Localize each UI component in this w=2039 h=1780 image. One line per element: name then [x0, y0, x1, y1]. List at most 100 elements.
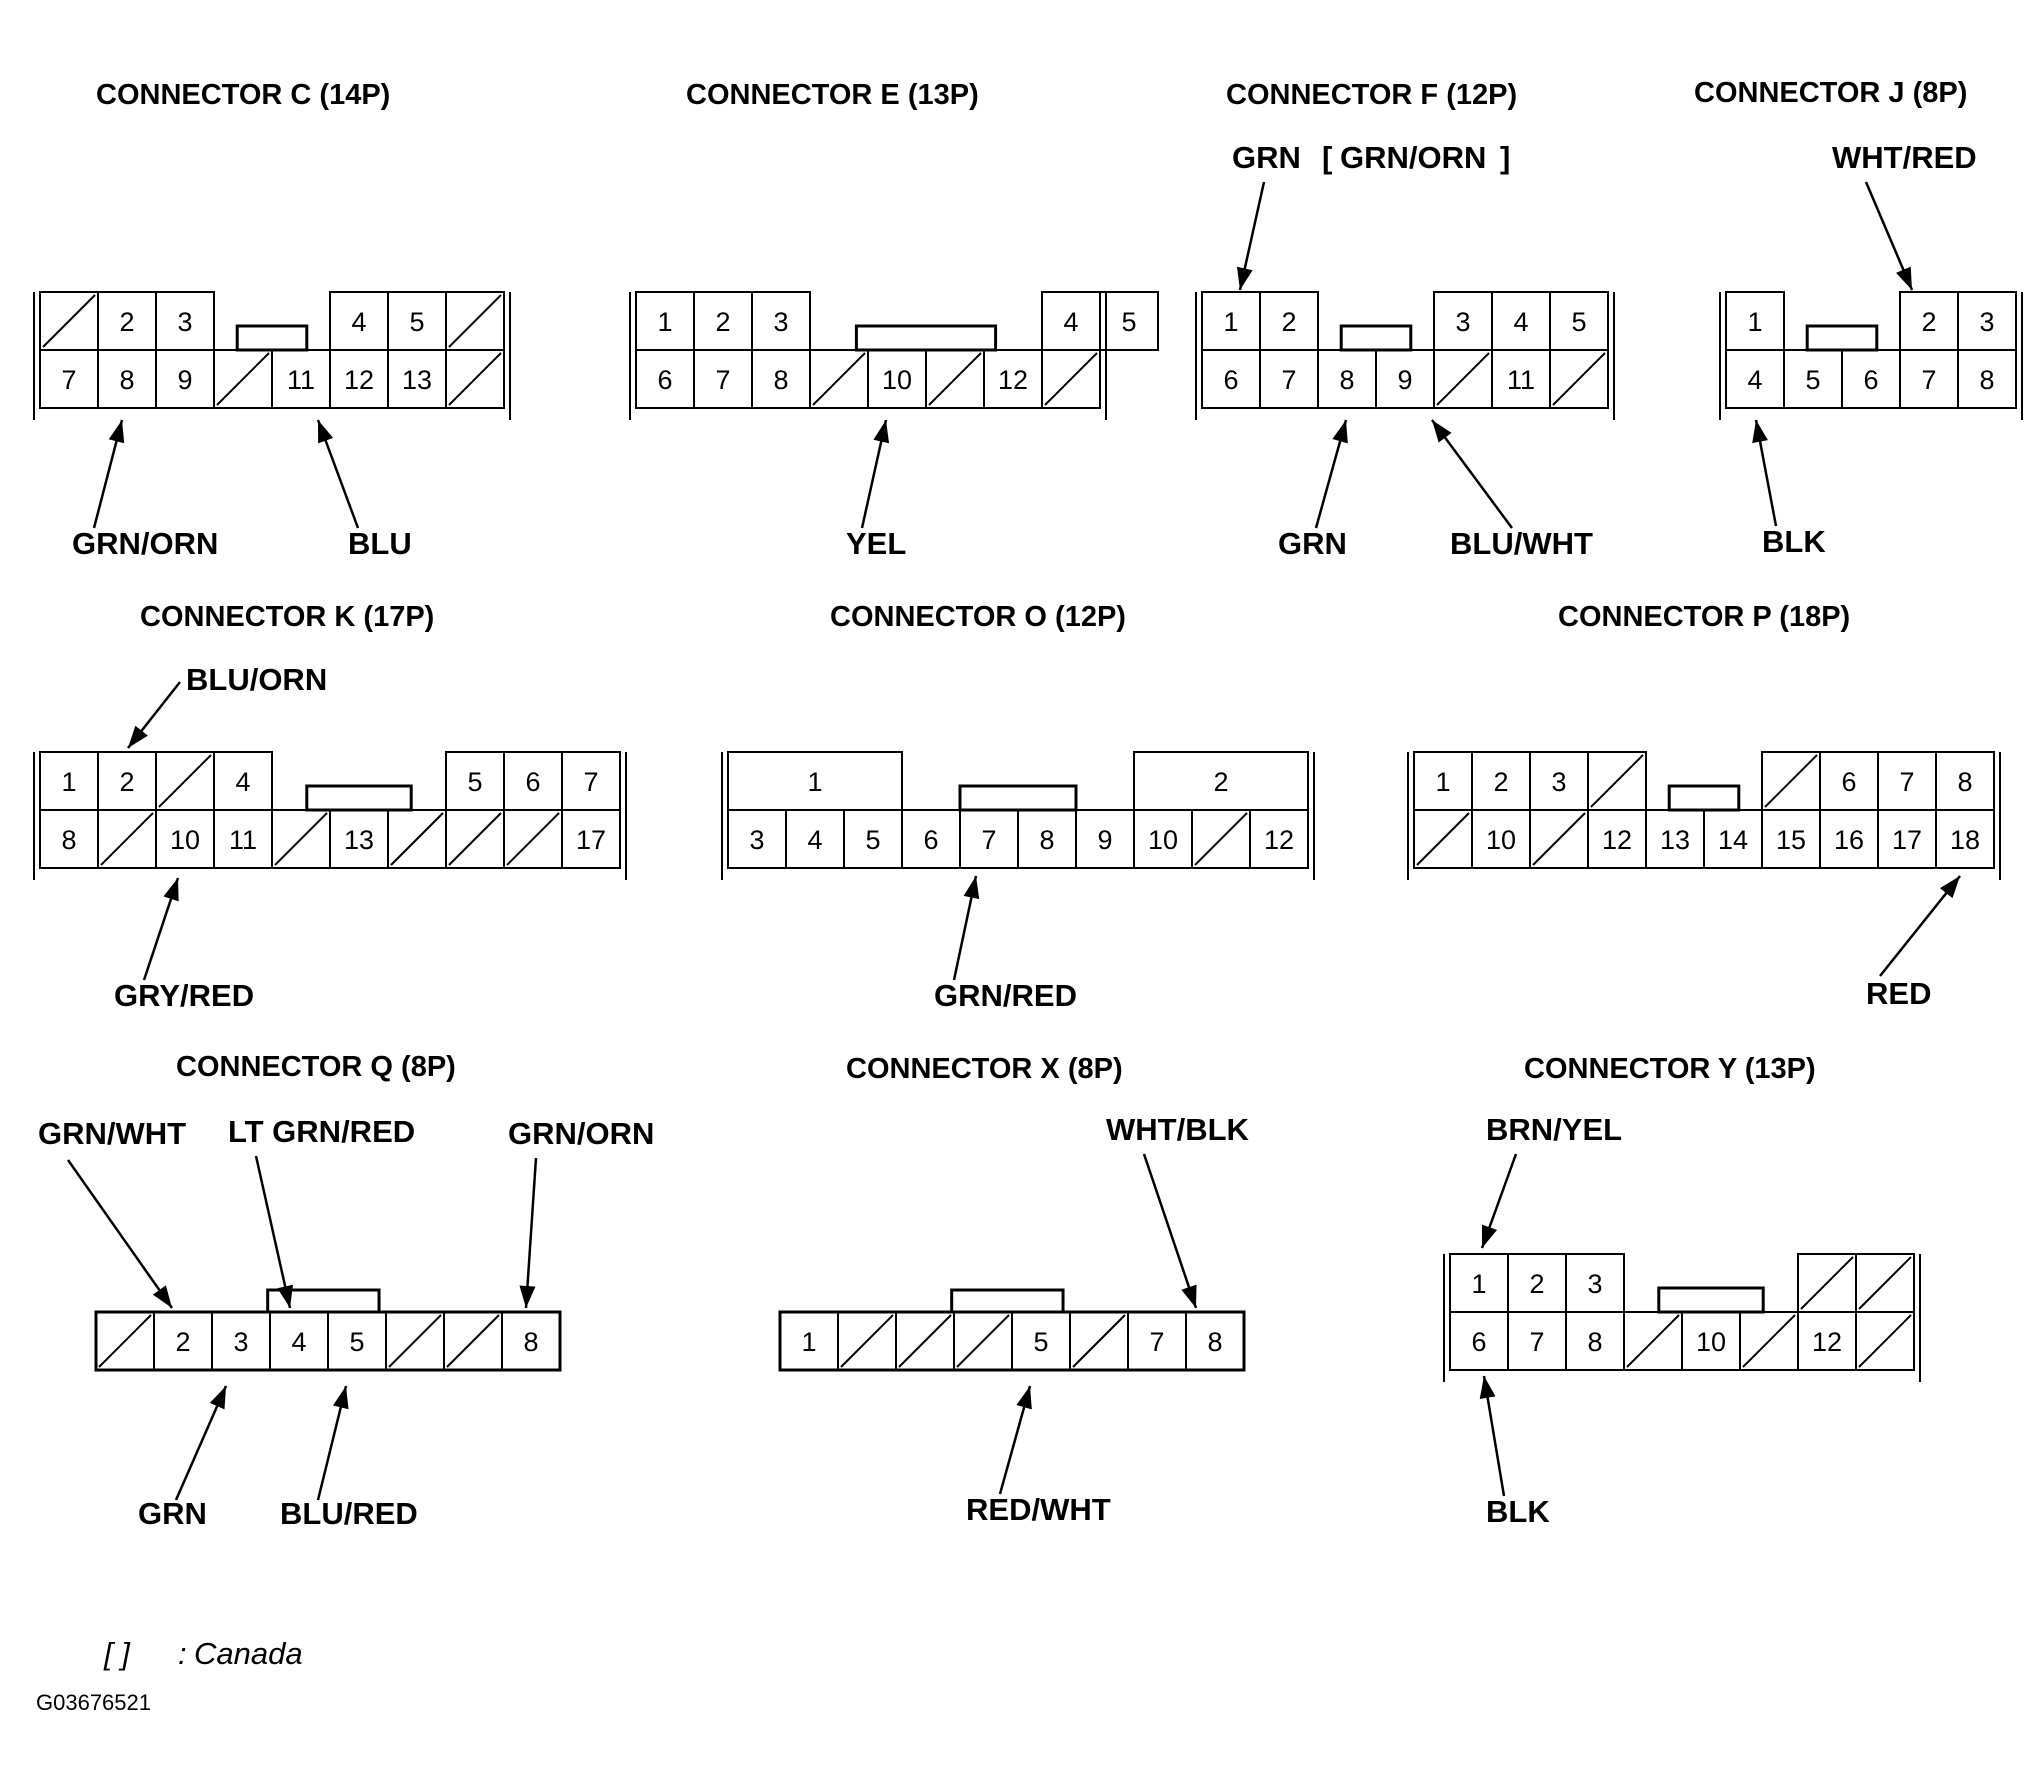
wire-label-j-blk: BLK — [1762, 524, 1826, 559]
connector-f-b0-pin: 6 — [1223, 365, 1238, 395]
arrow-f-blu-wht-line — [1430, 419, 1514, 529]
connector-q-title: CONNECTOR Q (8P) — [176, 1051, 456, 1083]
connector-o-b1-pin: 4 — [807, 825, 822, 855]
connector-o-b8-empty-slash — [1194, 812, 1248, 866]
arrow-c-grn-orn-head — [108, 420, 125, 444]
wire-label-q-grn-wht: GRN/WHT — [38, 1116, 186, 1151]
connector-f-b3-pin: 9 — [1397, 365, 1412, 395]
connector-q-0-empty-slash — [98, 1314, 152, 1368]
connector-j-b3-pin: 7 — [1921, 365, 1936, 395]
arrow-k-gry-red-head — [163, 878, 179, 902]
wire-label-y-blk: BLK — [1486, 1494, 1550, 1529]
connector-j-t4-cell — [1957, 291, 2017, 351]
connector-y-b2-pin: 8 — [1587, 1327, 1602, 1357]
connector-k-t8-pin: 6 — [525, 767, 540, 797]
connector-o-t0-pin: 1 — [807, 767, 822, 797]
wire-label-f-grn: GRN — [1278, 526, 1347, 561]
connector-o-b2-pin: 5 — [865, 825, 880, 855]
connector-c-b7-empty-slash — [448, 352, 502, 406]
connector-k-t9-cell — [561, 751, 621, 811]
wire-label-c-blu: BLU — [348, 526, 412, 561]
connector-j-b1-pin: 5 — [1805, 365, 1820, 395]
connector-c-b6-pin: 13 — [402, 365, 432, 395]
connector-e-t8-pin: 5 — [1121, 307, 1136, 337]
arrow-q-grn-orn-line — [524, 1157, 538, 1309]
connector-p-t3-empty-slash — [1590, 754, 1644, 808]
connector-y-t0-pin: 1 — [1471, 1269, 1486, 1299]
connector-k-b9-pin: 17 — [576, 825, 606, 855]
connector-j-t3-pin: 2 — [1921, 307, 1936, 337]
connector-x-6-pin: 7 — [1149, 1327, 1164, 1357]
connector-j-t0-cell — [1725, 291, 1785, 351]
wire-label-y-brn-yel: BRN/YEL — [1486, 1112, 1622, 1147]
connector-y-b4-pin: 10 — [1696, 1327, 1726, 1357]
connector-x-latch — [950, 1288, 1065, 1314]
wire-label-x-red-wht: RED/WHT — [966, 1492, 1111, 1527]
connector-o-latch — [958, 784, 1078, 812]
connector-e-b2-pin: 8 — [773, 365, 788, 395]
connector-y-t7-cell — [1855, 1253, 1915, 1313]
connector-c-t6-pin: 5 — [409, 307, 424, 337]
connector-k-b0-pin: 8 — [61, 825, 76, 855]
connector-e-title: CONNECTOR E (13P) — [686, 79, 979, 111]
connector-c-t7-empty-slash — [448, 294, 502, 348]
connector-k-t2-empty-slash — [158, 754, 212, 808]
arrow-q-grn-wht-head — [152, 1285, 172, 1308]
connector-y-t1-pin: 2 — [1529, 1269, 1544, 1299]
connector-e-b3-empty-slash — [812, 352, 866, 406]
connector-f-b2-pin: 8 — [1339, 365, 1354, 395]
connector-k-b1-empty-slash — [100, 812, 154, 866]
arrow-f-grn-head — [1332, 420, 1348, 444]
connector-c-t5-pin: 4 — [351, 307, 366, 337]
connector-k-b7-empty-slash — [448, 812, 502, 866]
connector-q-2-pin: 3 — [233, 1327, 248, 1357]
arrow-q-lt-grn-red-line — [254, 1155, 292, 1309]
connector-y-b1-pin: 7 — [1529, 1327, 1544, 1357]
arrow-o-grn-red-head — [963, 876, 980, 900]
connector-c-b2-pin: 9 — [177, 365, 192, 395]
canada-bracket-close: ] — [1500, 140, 1510, 175]
connector-y-t2-cell — [1565, 1253, 1625, 1313]
arrow-q-grn-head — [209, 1386, 226, 1410]
connector-x-title: CONNECTOR X (8P) — [846, 1053, 1123, 1085]
connector-p-t7-pin: 6 — [1841, 767, 1856, 797]
connector-k-b6-empty-slash — [390, 812, 444, 866]
connector-o-b5-pin: 8 — [1039, 825, 1054, 855]
arrow-k-blu-orn-head — [128, 725, 148, 748]
connector-o-t2-cell — [1133, 751, 1309, 811]
connector-f-t1-cell — [1259, 291, 1319, 351]
connector-q-7-pin: 8 — [523, 1327, 538, 1357]
legend-brackets: [ ] — [103, 1636, 131, 1671]
connector-c-b0-pin: 7 — [61, 365, 76, 395]
connector-p-b3-pin: 12 — [1602, 825, 1632, 855]
connector-c-b5-pin: 12 — [344, 365, 374, 395]
connector-c-t7-cell — [445, 291, 505, 351]
connector-e-b7-empty-slash — [1044, 352, 1098, 406]
arrow-j-wht-red-head — [1896, 266, 1912, 290]
connector-c-title: CONNECTOR C (14P) — [96, 79, 390, 111]
connector-e-latch — [854, 324, 998, 352]
connector-k-b8-empty-slash — [506, 812, 560, 866]
arrow-x-red-wht-head — [1016, 1386, 1032, 1410]
connector-p-t3-cell — [1587, 751, 1647, 811]
arrow-e-yel-head — [873, 420, 890, 444]
connector-x-3-empty-slash — [956, 1314, 1010, 1368]
connector-p-t6-empty-slash — [1764, 754, 1818, 808]
connector-p-b7-pin: 16 — [1834, 825, 1864, 855]
connector-y-t7-empty-slash — [1858, 1256, 1912, 1310]
wire-label-j-wht-red: WHT/RED — [1832, 140, 1977, 175]
connector-q-4-pin: 5 — [349, 1327, 364, 1357]
arrow-q-grn-wht-line — [66, 1159, 174, 1309]
connector-y-b5-empty-slash — [1742, 1314, 1796, 1368]
wire-label-k-blu-orn: BLU/ORN — [186, 662, 327, 697]
connector-k-t3-cell — [213, 751, 273, 811]
connector-e-b1-pin: 7 — [715, 365, 730, 395]
